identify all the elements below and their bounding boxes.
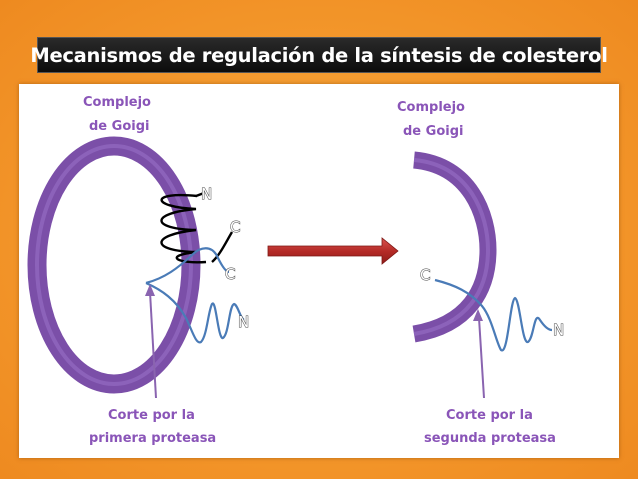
left-helix-n-tail bbox=[195, 191, 205, 198]
left-protein-chain bbox=[145, 247, 245, 344]
right-cut-arrowhead bbox=[473, 309, 483, 321]
left-cut-label-line2: primera proteasa bbox=[89, 431, 216, 446]
right-letter-c: C bbox=[420, 266, 430, 284]
slide-title: Mecanismos de regulación de la síntesis … bbox=[30, 43, 608, 67]
transition-arrow bbox=[267, 237, 399, 265]
left-letter-n-bottom: N bbox=[238, 313, 249, 331]
right-letter-n: N bbox=[553, 321, 564, 339]
title-bar: Mecanismos de regulación de la síntesis … bbox=[30, 37, 608, 73]
right-golgi-label-line2: de Goigi bbox=[403, 124, 463, 139]
left-letter-c-mid: C bbox=[225, 265, 235, 283]
left-cut-arrow bbox=[149, 291, 157, 399]
left-cut-arrowhead bbox=[145, 284, 155, 296]
left-golgi-label-line2: de Goigi bbox=[89, 119, 149, 134]
right-protein-chain bbox=[434, 278, 553, 352]
left-helix-c-tail bbox=[211, 231, 234, 263]
right-cut-label-line1: Corte por la bbox=[446, 408, 533, 423]
right-cut-label-line2: segunda proteasa bbox=[424, 431, 556, 446]
left-cut-label-line1: Corte por la bbox=[108, 408, 195, 423]
left-letter-c-top: C bbox=[230, 218, 240, 236]
right-golgi-membrane bbox=[412, 151, 497, 343]
right-golgi-membrane-highlight bbox=[413, 158, 491, 336]
left-transmembrane-helix bbox=[160, 193, 207, 264]
right-cut-arrow bbox=[478, 317, 485, 399]
right-golgi-label-line1: Complejo bbox=[397, 100, 465, 115]
left-golgi-membrane-highlight bbox=[35, 144, 193, 386]
left-golgi-label-line1: Complejo bbox=[83, 95, 151, 110]
left-letter-n-top: N bbox=[201, 185, 212, 203]
